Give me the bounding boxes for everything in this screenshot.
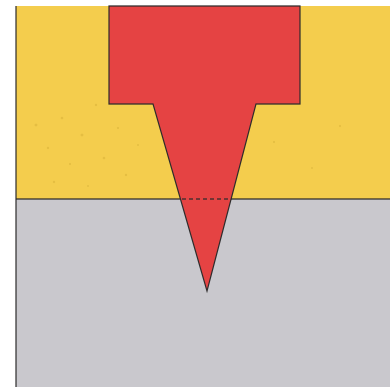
layered-wedge-diagram xyxy=(0,0,390,387)
diagram-canvas xyxy=(0,0,390,387)
